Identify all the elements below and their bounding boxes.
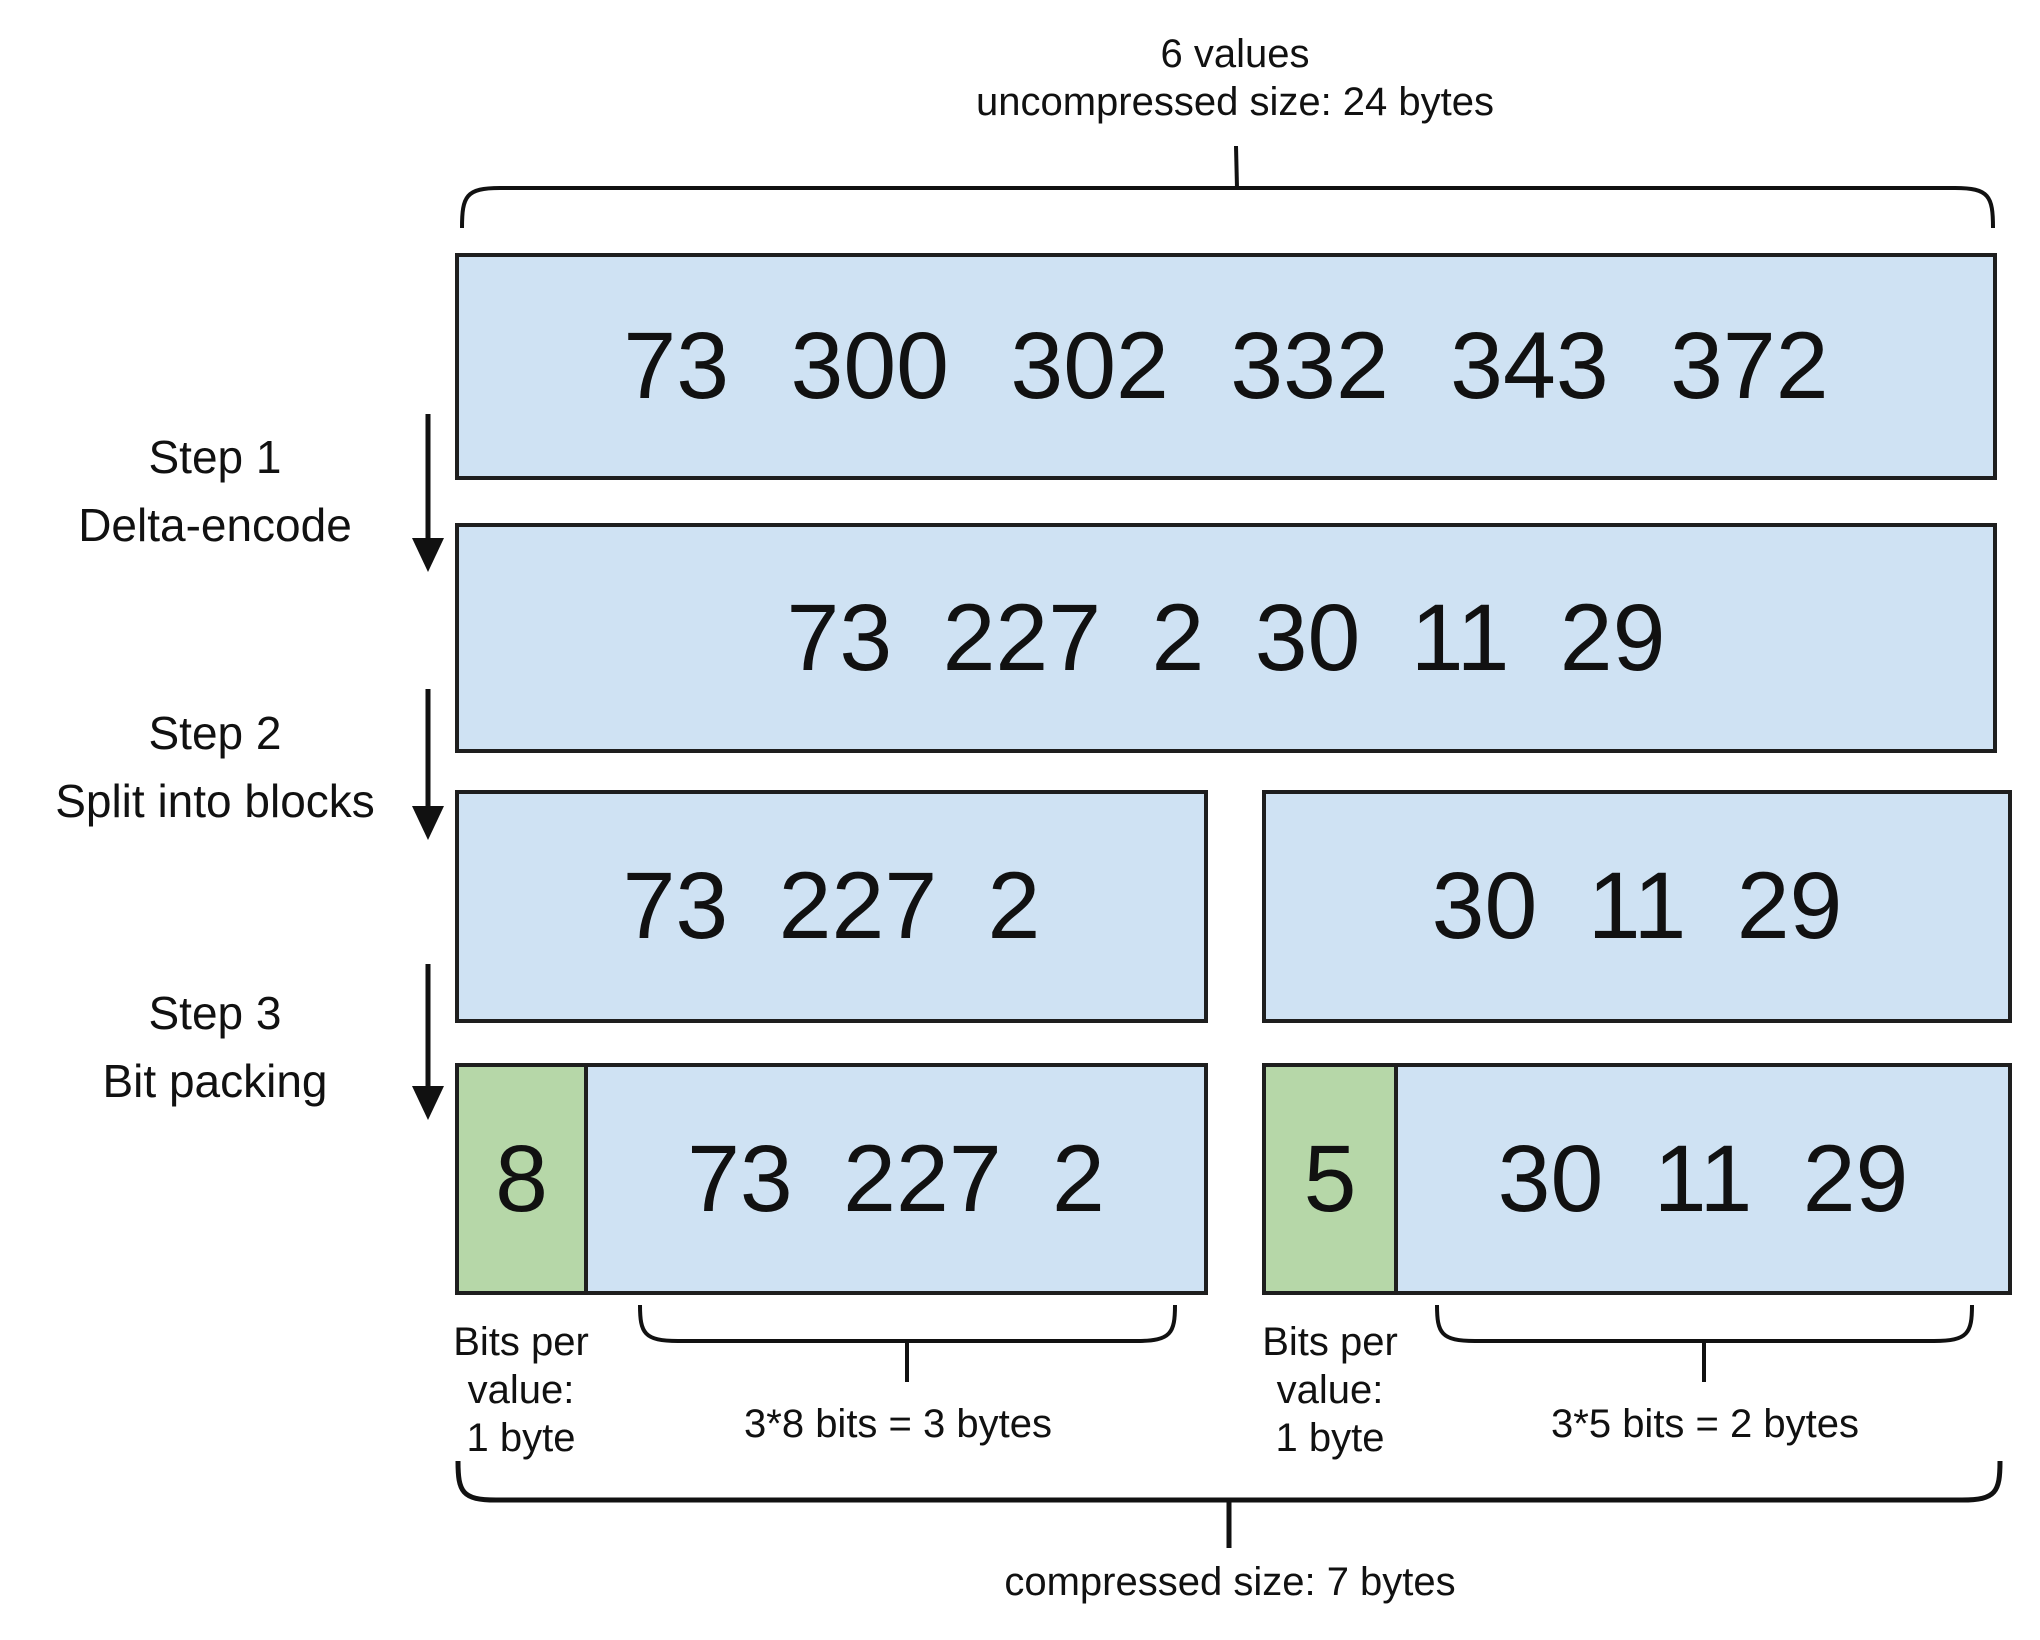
bits-label-right-line3: 1 byte [1275,1416,1385,1460]
step1-title: Step 1 [148,431,282,483]
packed-right-brace [1435,1304,1974,1343]
top-brace-tick [1234,145,1239,189]
bottom-brace [455,1460,2003,1503]
step3-arrow-down-icon [412,964,444,1120]
packed-right-box: 5 30 11 29 [1262,1063,2012,1295]
bits-label-right-line1: Bits per [1262,1320,1398,1364]
bytes-formula-right: 3*5 bits = 2 bytes [1495,1402,1915,1447]
bits-per-value-right: 5 [1303,1125,1357,1232]
step1-subtitle: Delta-encode [78,499,352,551]
uncompressed-values-box: 73 300 302 332 343 372 [455,253,1997,480]
packed-left-brace [638,1304,1177,1343]
bits-label-left-line1: Bits per [453,1320,589,1364]
packed-values-left-text: 73 227 2 [687,1125,1105,1232]
step2-label: Step 2 Split into blocks [0,699,430,835]
block-left-text: 73 227 2 [622,853,1041,959]
bits-per-value-left: 8 [495,1125,548,1232]
block-right-text: 30 11 29 [1431,853,1843,959]
values-count-label: 6 values [1160,32,1310,76]
bits-per-value-label-left: Bits per value: 1 byte [401,1318,641,1462]
packed-values-right-cell: 30 11 29 [1398,1067,2008,1291]
compressed-size-label: compressed size: 7 bytes [930,1560,1530,1605]
block-left-box: 73 227 2 [455,790,1208,1023]
step1-arrow-down-icon [412,414,444,572]
step2-arrow-down-icon [412,689,444,840]
block-right-box: 30 11 29 [1262,790,2012,1023]
bits-label-right-line2: value: [1276,1368,1384,1412]
step2-subtitle: Split into blocks [55,775,375,827]
bytes-formula-left: 3*8 bits = 3 bytes [688,1402,1108,1447]
packed-values-left-cell: 73 227 2 [588,1067,1204,1291]
step2-title: Step 2 [148,707,282,759]
bits-label-left-line2: value: [467,1368,575,1412]
delta-encoded-box: 73 227 2 30 11 29 [455,523,1997,753]
packed-values-right-text: 30 11 29 [1497,1125,1909,1232]
delta-encoded-text: 73 227 2 30 11 29 [786,584,1666,691]
bits-label-left-line3: 1 byte [466,1416,576,1460]
uncompressed-values-text: 73 300 302 332 343 372 [623,313,1829,419]
top-brace [460,186,1995,229]
uncompressed-size-label: uncompressed size: 24 bytes [975,80,1495,124]
packed-left-box: 8 73 227 2 [455,1063,1208,1295]
bytes-formula-right-text: 3*5 bits = 2 bytes [1551,1402,1859,1446]
compressed-size-text: compressed size: 7 bytes [1004,1560,1456,1604]
bytes-formula-left-text: 3*8 bits = 3 bytes [744,1402,1052,1446]
step3-title: Step 3 [148,987,282,1039]
step3-label: Step 3 Bit packing [0,979,430,1115]
bits-per-value-cell-right: 5 [1266,1067,1398,1291]
bits-per-value-cell-left: 8 [459,1067,588,1291]
uncompressed-annotation: 6 values uncompressed size: 24 bytes [935,30,1535,126]
step3-subtitle: Bit packing [102,1055,328,1107]
step1-label: Step 1 Delta-encode [0,423,430,559]
bits-per-value-label-right: Bits per value: 1 byte [1210,1318,1450,1462]
